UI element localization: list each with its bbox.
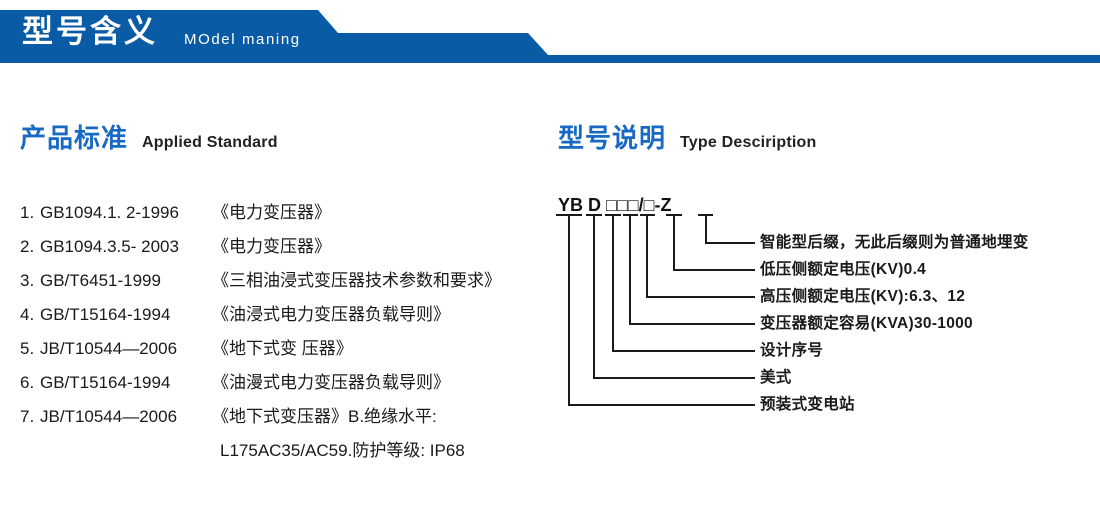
list-item: 3. GB/T6451-1999 《三相油浸式变压器技术参数和要求》 [20,264,550,298]
leader-lines [556,214,755,406]
type-label-design-serial: 设计序号 [760,342,824,359]
section-heading-cn: 产品标准 [20,123,129,153]
type-label-capacity: 变压器额定容易(KVA)30-1000 [760,315,973,332]
page-header-banner: 型号含义 MOdel maning [0,0,1100,70]
item-number: 4. [20,305,35,324]
item-code: GB1094.3.5- 2003 [40,237,179,256]
item-code: GB/T15164-1994 [40,305,171,324]
item-title: 《油漫式电力变压器负载导则》 [212,373,450,392]
section-heading-type-description: 型号说明 Type Desciription [558,118,816,155]
code-segment-3: □ [606,195,617,215]
banner-subtitle: MOdel maning [184,31,301,48]
type-code-string: YB D □□□/□-Z [558,194,672,216]
item-code: GB/T6451-1999 [40,271,161,290]
code-segment-6: /□ [638,195,655,215]
code-segment-4: □ [616,195,628,215]
item-code: JB/T10544—2006 [40,339,178,358]
type-code-diagram: YB D □□□/□-Z 智能型后缀，无此后缀则为普通地埋变 低压侧额定电压(K… [548,190,1088,435]
type-label-lv-voltage: 低压侧额定电压(KV)0.4 [760,261,927,278]
type-label-american-type: 美式 [760,369,792,386]
list-item: 5. JB/T10544—2006 《地下式变 压器》 [20,332,550,366]
section-heading-applied-standard: 产品标准 Applied Standard [20,118,278,155]
item-number: 2. [20,237,35,256]
item-number: 6. [20,373,35,392]
type-label-substation: 预装式变电站 [760,396,855,413]
list-item: 6. GB/T15164-1994 《油漫式电力变压器负载导则》 [20,366,550,400]
list-item: 2. GB1094.3.5- 2003 《电力变压器》 [20,230,550,264]
banner-shape [0,10,1100,63]
standards-list: 1. GB1094.1. 2-1996 《电力变压器》 2. GB1094.3.5- … [20,196,550,468]
list-item: 1. GB1094.1. 2-1996 《电力变压器》 [20,196,550,230]
section-heading-en: Applied Standard [142,134,278,151]
item-number: 7. [20,407,35,426]
list-item-continuation: L175AC35/AC59.防护等级: IP68 [220,441,465,460]
item-title: 《电力变压器》 [212,237,331,256]
banner-title: 型号含义 [22,14,158,49]
item-number: 1. [20,203,35,222]
item-number: 5. [20,339,35,358]
type-label-suffix: 智能型后缀，无此后缀则为普通地埋变 [760,234,1029,251]
code-segment-7: -Z [654,195,672,215]
code-segment-2: D [588,195,602,215]
item-code: GB1094.1. 2-1996 [40,203,179,222]
item-code: GB/T15164-1994 [40,373,171,392]
item-title: 《三相油浸式变压器技术参数和要求》 [212,271,501,290]
code-segment-5: □ [627,195,639,215]
list-item: 7. JB/T10544—2006 《地下式变压器》B.绝缘水平: [20,400,550,434]
item-title: 《地下式变 压器》 [212,339,353,358]
item-number: 3. [20,271,35,290]
item-title: 《电力变压器》 [212,203,331,222]
code-segment-1: YB [558,195,584,215]
list-item: 4. GB/T15164-1994 《油浸式电力变压器负载导则》 [20,298,550,332]
item-title: 《油浸式电力变压器负载导则》 [212,305,450,324]
section-heading-cn: 型号说明 [558,123,667,153]
type-label-hv-voltage: 高压侧额定电压(KV):6.3、12 [760,288,966,305]
item-title: 《地下式变压器》B.绝缘水平: [212,407,437,426]
section-heading-en: Type Desciription [680,134,817,151]
item-code: JB/T10544—2006 [40,407,178,426]
